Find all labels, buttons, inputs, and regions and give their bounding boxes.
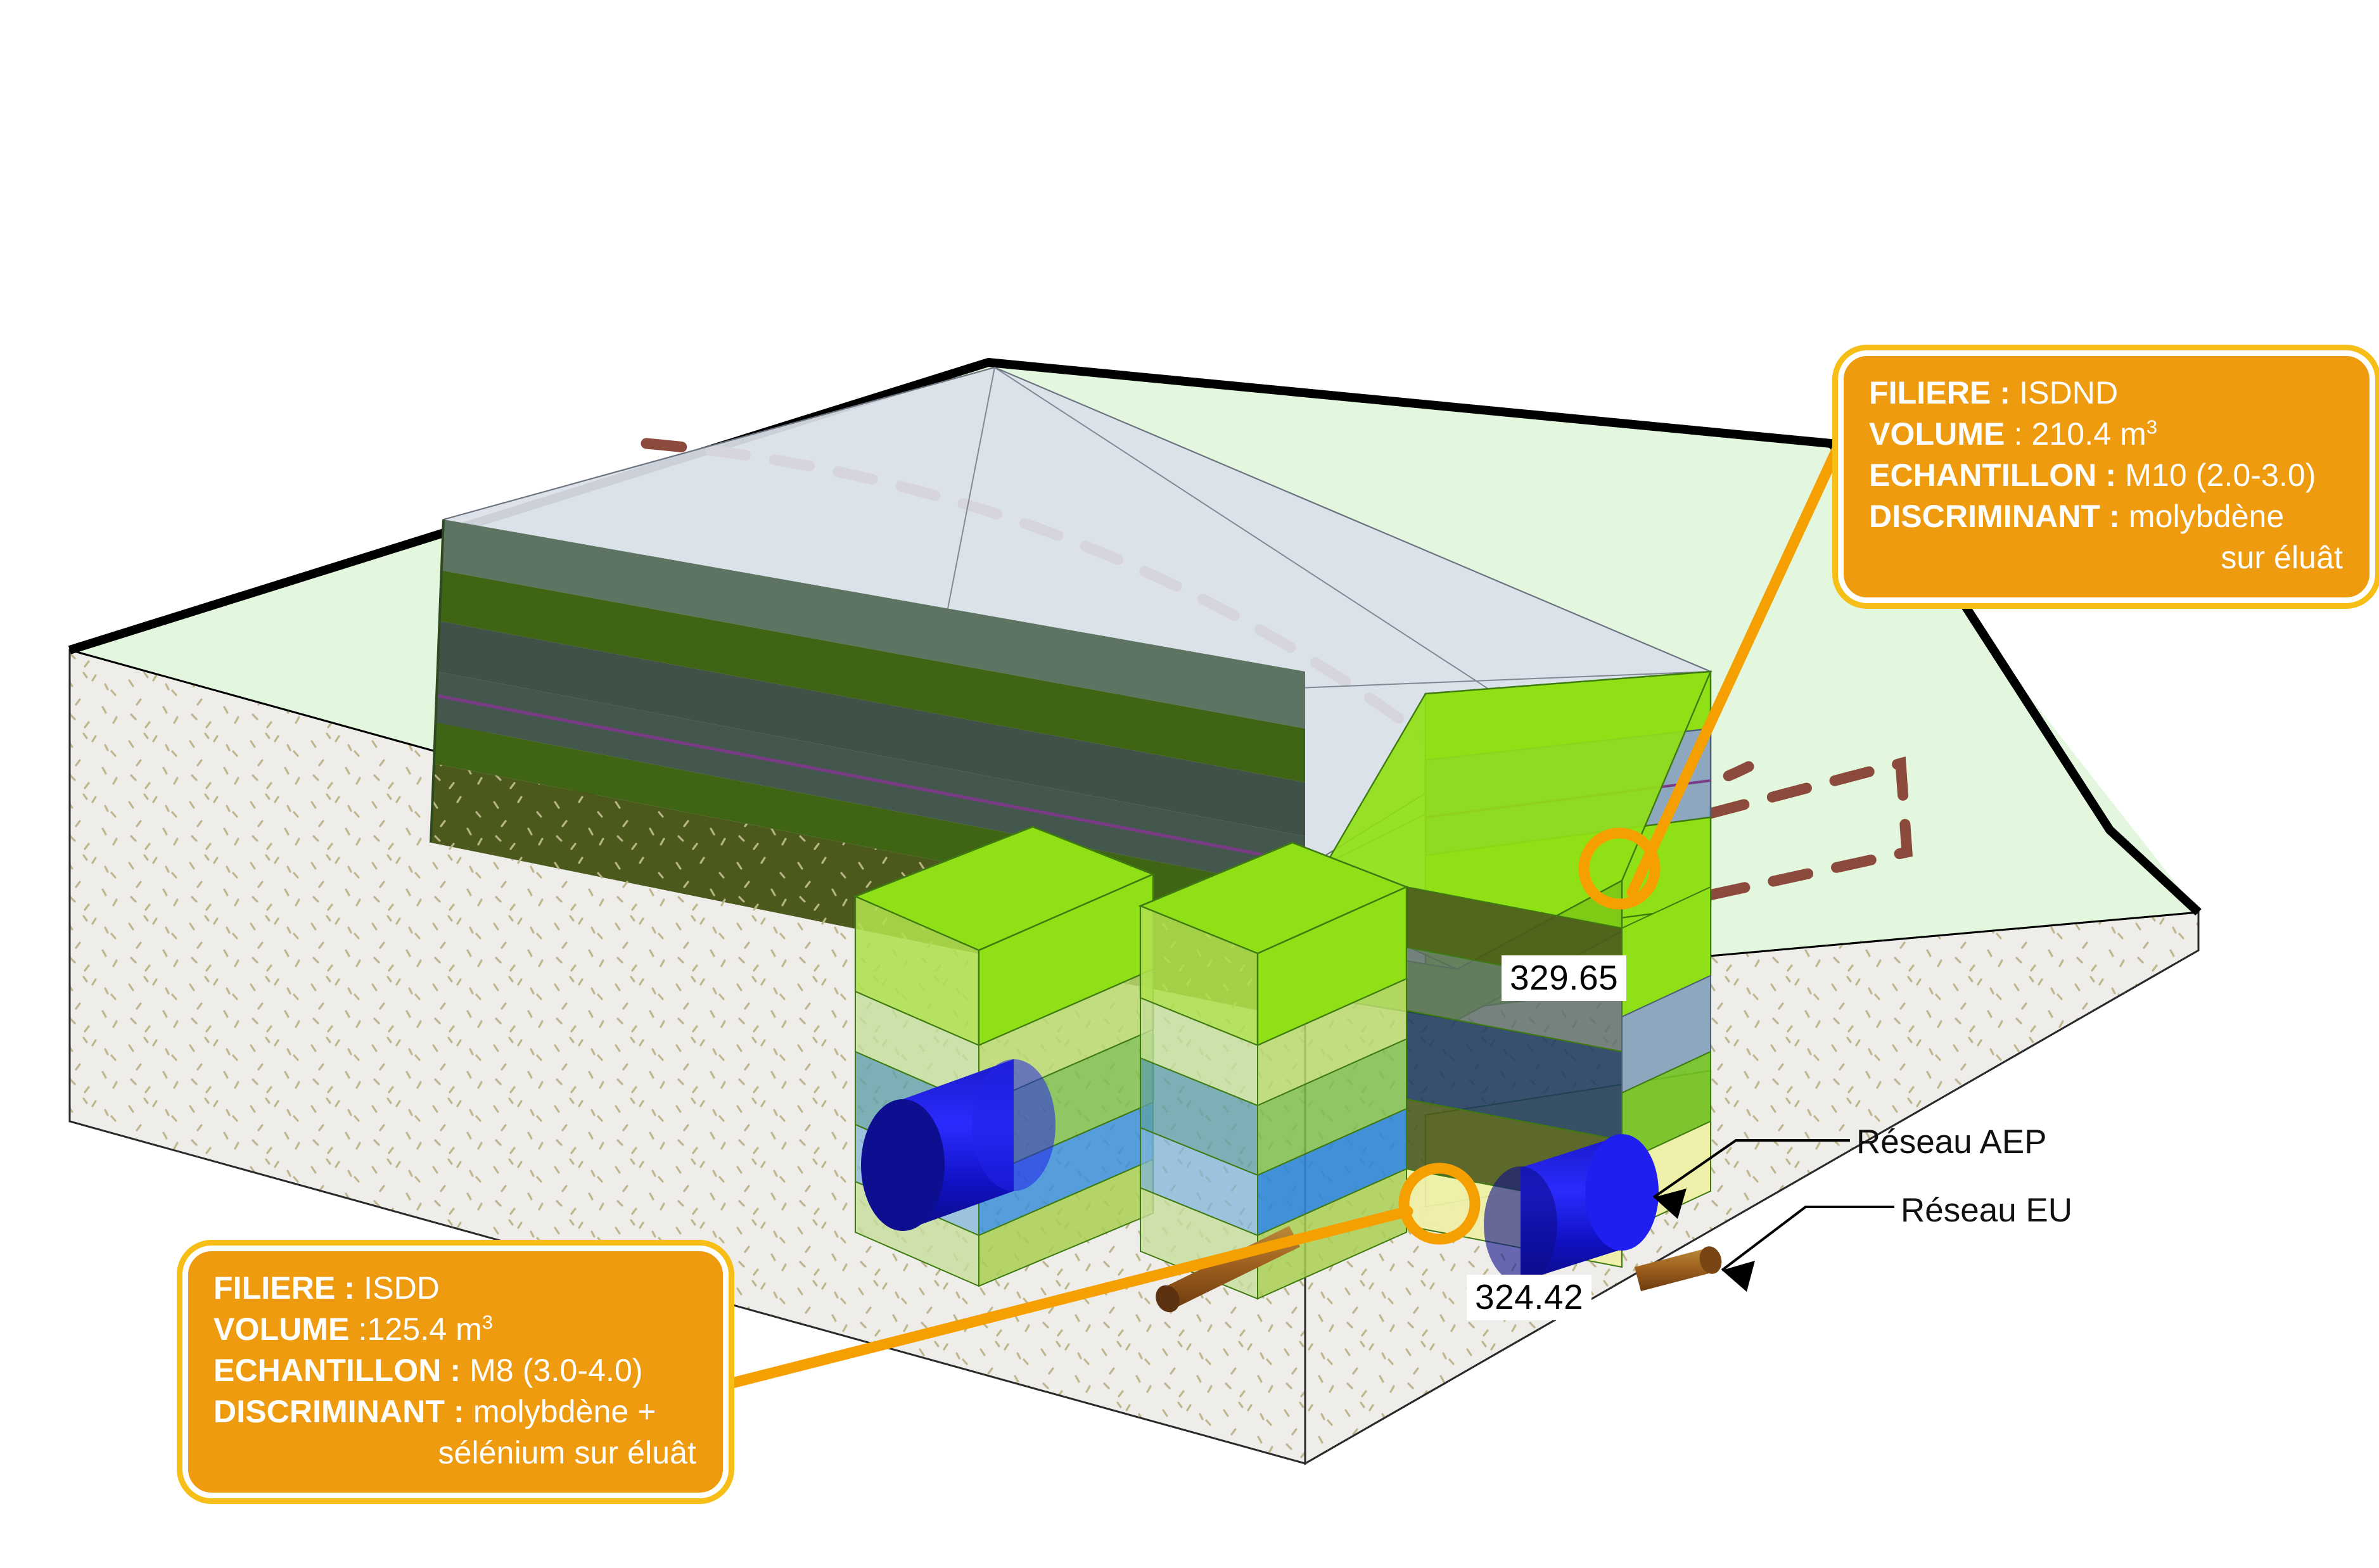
callout-isdnd-label-discriminant: DISCRIMINANT :: [1869, 499, 2120, 534]
elevation-tag-high: 329.65: [1502, 955, 1627, 1001]
excavation-pillar-middle: [1138, 841, 1409, 1300]
leader-line-aep: [1652, 1139, 1850, 1219]
callout-isdd-label-filiere: FILIERE :: [214, 1270, 355, 1306]
callout-isdnd[interactable]: FILIERE : ISDND VOLUME : 210.4 m3 ECHANT…: [1832, 345, 2379, 609]
callout-isdd[interactable]: FILIERE : ISDD VOLUME :125.4 m3 ECHANTIL…: [177, 1240, 734, 1504]
annotation-connector-isdnd: [1578, 425, 1851, 910]
callout-isdnd-row-echantillon: ECHANTILLON : M10 (2.0-3.0): [1869, 455, 2348, 496]
callout-isdnd-value-filiere: ISDND: [2019, 375, 2119, 411]
callout-isdd-value-echantillon: M8 (3.0-4.0): [469, 1353, 643, 1388]
leader-line-eu: [1721, 1206, 1894, 1292]
callout-isdnd-label-volume: VOLUME: [1869, 416, 2005, 452]
callout-isdnd-value-discriminant: molybdène: [2128, 499, 2285, 534]
callout-isdd-row-echantillon: ECHANTILLON : M8 (3.0-4.0): [214, 1350, 701, 1391]
callout-isdd-label-volume: VOLUME: [214, 1311, 350, 1347]
callout-isdd-value-filiere: ISDD: [364, 1270, 440, 1306]
callout-isdd-value-volume: :125.4 m: [358, 1311, 482, 1347]
callout-isdd-row-discriminant: DISCRIMINANT : molybdène +: [214, 1391, 701, 1432]
callout-isdd-row-filiere: FILIERE : ISDD: [214, 1268, 701, 1309]
callout-isdnd-row-filiere: FILIERE : ISDND: [1869, 373, 2348, 414]
callout-isdnd-label-filiere: FILIERE :: [1869, 375, 2011, 411]
callout-isdnd-volume-exponent: 3: [2146, 416, 2158, 438]
callout-isdd-volume-exponent: 3: [482, 1311, 494, 1334]
pipe-aep-cylinder-left: [861, 1059, 1056, 1231]
callout-isdnd-value-echantillon: M10 (2.0-3.0): [2125, 457, 2316, 493]
pipe-eu-cylinder-right: [1635, 1246, 1722, 1291]
callout-isdnd-continuation: sur éluât: [2221, 540, 2343, 575]
callout-isdd-row-volume: VOLUME :125.4 m3: [214, 1309, 701, 1350]
callout-isdd-label-echantillon: ECHANTILLON :: [214, 1353, 461, 1388]
elevation-tag-low: 324.42: [1467, 1275, 1592, 1320]
callout-isdnd-row-volume: VOLUME : 210.4 m3: [1869, 414, 2348, 455]
callout-isdnd-label-echantillon: ECHANTILLON :: [1869, 457, 2117, 493]
callout-isdd-continuation: sélénium sur éluât: [438, 1435, 696, 1470]
callout-isdd-label-discriminant: DISCRIMINANT :: [214, 1394, 464, 1429]
callout-isdnd-value-volume: : 210.4 m: [2013, 416, 2146, 452]
callout-isdd-value-discriminant: molybdène +: [473, 1394, 656, 1429]
network-label-aep: Réseau AEP: [1856, 1123, 2047, 1161]
pipe-aep-cylinder-right: [1484, 1134, 1659, 1283]
callout-isdnd-row-discriminant: DISCRIMINANT : molybdène: [1869, 496, 2348, 537]
annotation-connector-isdd: [722, 1163, 1481, 1390]
network-label-eu: Réseau EU: [1901, 1192, 2073, 1229]
